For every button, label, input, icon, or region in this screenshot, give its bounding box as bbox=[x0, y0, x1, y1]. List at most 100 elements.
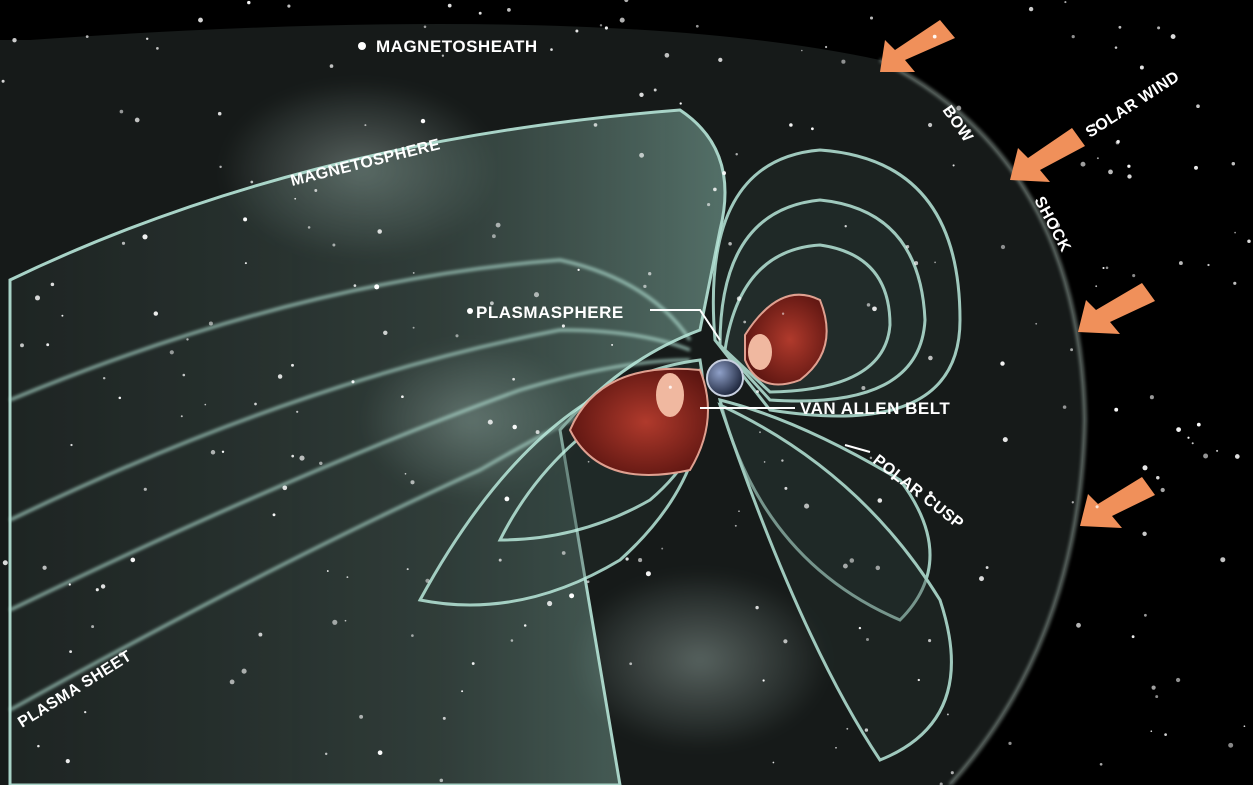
star bbox=[875, 565, 881, 571]
star bbox=[722, 171, 727, 176]
star bbox=[639, 152, 645, 158]
star bbox=[624, 0, 629, 3]
star bbox=[118, 652, 124, 658]
star bbox=[332, 619, 338, 625]
star bbox=[1102, 266, 1105, 270]
star bbox=[319, 461, 323, 466]
star bbox=[1191, 442, 1194, 445]
star bbox=[1116, 139, 1120, 144]
star bbox=[1170, 34, 1176, 40]
star bbox=[604, 26, 608, 30]
star bbox=[718, 57, 723, 63]
arrow-icon bbox=[1010, 128, 1085, 182]
star bbox=[244, 262, 247, 265]
star bbox=[70, 443, 73, 447]
star bbox=[20, 343, 24, 348]
tail-field-lines bbox=[9, 258, 692, 712]
star bbox=[412, 326, 415, 329]
star bbox=[412, 271, 415, 274]
star bbox=[221, 450, 225, 453]
star bbox=[247, 0, 251, 5]
star bbox=[61, 314, 64, 317]
star bbox=[587, 460, 590, 463]
star bbox=[1144, 613, 1147, 617]
star bbox=[825, 45, 828, 49]
star bbox=[858, 626, 862, 630]
star bbox=[1151, 685, 1156, 690]
star bbox=[441, 54, 445, 57]
star bbox=[118, 396, 122, 400]
van-allen-belts bbox=[568, 293, 828, 476]
star bbox=[490, 301, 494, 306]
star bbox=[535, 430, 540, 435]
star bbox=[95, 588, 99, 592]
star bbox=[619, 17, 625, 23]
star bbox=[643, 284, 647, 289]
star bbox=[287, 4, 291, 8]
star bbox=[307, 226, 311, 229]
star bbox=[547, 600, 553, 607]
star bbox=[359, 714, 364, 719]
star bbox=[849, 558, 855, 563]
star bbox=[374, 284, 380, 290]
star bbox=[377, 229, 382, 234]
star bbox=[1160, 487, 1165, 493]
star bbox=[1127, 174, 1132, 179]
star bbox=[100, 584, 106, 589]
star bbox=[713, 187, 717, 192]
star bbox=[383, 330, 388, 336]
star bbox=[219, 165, 222, 169]
star bbox=[638, 558, 643, 563]
star bbox=[648, 272, 652, 276]
star bbox=[186, 338, 189, 341]
star bbox=[198, 17, 203, 23]
star bbox=[928, 491, 933, 495]
star bbox=[504, 496, 510, 502]
label-van-allen-belt: VAN ALLEN BELT bbox=[800, 399, 950, 418]
star bbox=[611, 343, 614, 346]
star bbox=[346, 576, 349, 579]
star bbox=[917, 678, 920, 682]
solar-wind-arrows bbox=[880, 20, 1155, 528]
star bbox=[869, 16, 874, 20]
star bbox=[1194, 165, 1198, 170]
star bbox=[291, 363, 294, 367]
star bbox=[424, 48, 428, 51]
star bbox=[738, 510, 740, 513]
star bbox=[1139, 65, 1144, 70]
star bbox=[69, 650, 73, 654]
star bbox=[734, 524, 737, 527]
star bbox=[979, 576, 984, 582]
star bbox=[1127, 164, 1131, 168]
star bbox=[575, 29, 579, 33]
star bbox=[439, 778, 444, 783]
magnetotail bbox=[8, 108, 727, 785]
star bbox=[1064, 1, 1067, 4]
star bbox=[800, 49, 803, 52]
star bbox=[277, 374, 283, 379]
star bbox=[37, 744, 40, 748]
plasmasphere-marker bbox=[467, 308, 473, 314]
star bbox=[1071, 501, 1074, 504]
star bbox=[1008, 741, 1012, 746]
star bbox=[914, 261, 919, 266]
star bbox=[344, 619, 347, 622]
star bbox=[645, 571, 651, 577]
star bbox=[985, 566, 989, 569]
star bbox=[784, 486, 788, 490]
star bbox=[736, 296, 742, 301]
star bbox=[755, 605, 759, 610]
star bbox=[1243, 725, 1246, 728]
star bbox=[495, 222, 501, 228]
star bbox=[946, 713, 949, 716]
arrow-icon bbox=[1080, 477, 1155, 528]
star bbox=[811, 127, 814, 131]
star bbox=[1142, 465, 1148, 471]
star bbox=[846, 727, 849, 730]
star bbox=[1080, 161, 1086, 167]
star bbox=[561, 324, 565, 328]
star bbox=[1220, 557, 1226, 563]
star bbox=[1175, 677, 1181, 683]
star bbox=[2, 560, 8, 566]
